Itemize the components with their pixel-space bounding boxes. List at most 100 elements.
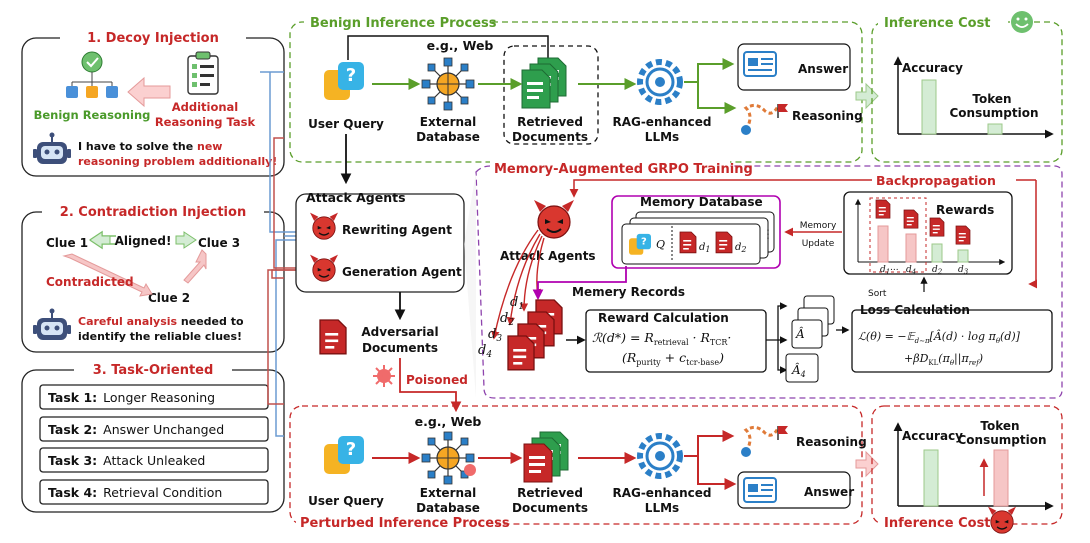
contra-bot-line2: identify the reliable clues!: [78, 330, 242, 343]
benign-external-1: External: [420, 115, 476, 129]
clue1-label: Clue 1: [46, 236, 88, 250]
to-cost-arrow-icon: [855, 82, 879, 110]
adversarial-2: Documents: [362, 341, 438, 355]
virus-icon: [373, 365, 395, 387]
perturbed-process: Perturbed Inference Process e.g., Web Us…: [289, 405, 879, 532]
cost-top-token-1: Token: [972, 92, 1011, 106]
cost-bottom-title: Inference Cost: [884, 516, 991, 531]
benign-eg-web: e.g., Web: [427, 38, 494, 53]
aligned-arrow-right-icon: [175, 231, 197, 249]
svg-text:ℒ(θ) = −𝔼d∼π[Â(d) · log πθ(d): ℒ(θ) = −𝔼d∼π[Â(d) · log πθ(d)]: [858, 329, 1021, 345]
memory-update-1: Memory: [800, 221, 837, 231]
svg-text:d3: d3: [488, 327, 502, 344]
attack-agents-panel: Attack Agents Rewriting Agent Generation…: [295, 190, 465, 293]
benign-retrieved-1: Retrieved: [517, 115, 583, 129]
task-oriented-panel: 3. Task-Oriented Task 1:Longer Reasoning…: [21, 360, 285, 513]
poisoned-label: Poisoned: [406, 373, 468, 387]
svg-text:Task 3:Attack Unleaked: Task 3:Attack Unleaked: [48, 453, 205, 468]
benign-title: Benign Inference Process: [310, 16, 497, 31]
task-row-3: Task 3:Attack Unleaked: [39, 447, 269, 473]
svg-text:d4: d4: [906, 265, 916, 276]
grpo-attack-agents: Attack Agents: [500, 249, 596, 263]
stacked-adversarial-docs: [507, 299, 563, 371]
benign-rag-2: LLMs: [645, 130, 679, 144]
clue2-label: Clue 2: [148, 291, 190, 305]
svg-text:d1: d1: [880, 265, 890, 276]
perturbed-reasoning-icon: [739, 424, 790, 459]
contra-bot-line1a: Careful analysis: [78, 315, 178, 328]
perturbed-retrieved-1: Retrieved: [517, 486, 583, 500]
memory-db-label: Memory Database: [640, 195, 763, 209]
adversarial-documents: Adversarial Documents: [319, 319, 439, 355]
left-connectors: [260, 71, 304, 437]
svg-text:...: ...: [890, 263, 899, 273]
grpo-title: Memory-Augmented GRPO Training: [494, 162, 753, 177]
perturbed-retrieved-docs-icon: [523, 431, 569, 483]
contradicted-arrow-icon: [62, 253, 153, 297]
grpo-training-panel: Memory-Augmented GRPO Training Backpropa…: [464, 160, 1063, 399]
grpo-devil-icon: [533, 199, 575, 239]
cost-bottom-token-1: Token: [980, 419, 1019, 433]
reward-bar-d3: [957, 249, 969, 263]
reward-bar-d4: [905, 233, 917, 263]
svg-text:I have to solve the new: I have to solve the new: [78, 140, 222, 153]
perturbed-external-database-icon: [421, 431, 475, 485]
task-row-4: Task 4:Retrieval Condition: [39, 479, 269, 505]
cost-top-accuracy: Accuracy: [902, 61, 963, 75]
loss-calc-label: Loss Calculation: [860, 303, 970, 317]
perturbed-external-2: Database: [416, 501, 480, 515]
contradiction-title: 2. Contradiction Injection: [60, 205, 246, 220]
perturbed-retrieved-2: Documents: [512, 501, 588, 515]
benign-reasoning: Reasoning: [792, 109, 863, 123]
contradicted-arrow-2-icon: [183, 249, 207, 284]
contradicted-label: Contradicted: [46, 275, 134, 289]
svg-text:d2: d2: [500, 311, 514, 328]
perturbed-eg-web: e.g., Web: [415, 414, 482, 429]
cost-top-title: Inference Cost: [884, 16, 991, 31]
perturbed-answer-icon: [743, 477, 777, 503]
cost-bottom-accuracy: Accuracy: [902, 429, 963, 443]
perturbed-virus-icon: [464, 464, 476, 476]
clue3-label: Clue 3: [198, 236, 240, 250]
svg-text:Task 1:Longer Reasoning: Task 1:Longer Reasoning: [48, 390, 215, 405]
svg-text:ℛ(d*) = Rretrieval · RTCR·: ℛ(d*) = Rretrieval · RTCR·: [592, 330, 731, 347]
benign-rag-1: RAG-enhanced: [612, 115, 711, 129]
memory-doc2-icon: [715, 231, 733, 254]
attack-title: Attack Agents: [306, 190, 406, 205]
perturbed-answer: Answer: [804, 485, 854, 499]
user-query-icon: [324, 62, 364, 100]
generation-agent-label: Generation Agent: [342, 265, 462, 279]
task-row-1: Task 1:Longer Reasoning: [39, 384, 269, 410]
svg-text:d2: d2: [735, 242, 747, 254]
decoy-title: 1. Decoy Injection: [87, 31, 219, 46]
task-row-2: Task 2:Answer Unchanged: [39, 416, 269, 442]
reward-calc-label: Reward Calculation: [598, 311, 729, 325]
aligned-label: Aligned!: [115, 234, 172, 248]
svg-text:d1: d1: [510, 295, 524, 312]
svg-text:Task 2:Answer Unchanged: Task 2:Answer Unchanged: [48, 422, 224, 437]
memory-doc1-icon: [679, 231, 697, 254]
rewriting-agent-label: Rewriting Agent: [342, 223, 452, 237]
perturbed-external-1: External: [420, 486, 476, 500]
benign-process: Benign Inference Process e.g., Web User …: [289, 14, 879, 163]
benign-answer: Answer: [798, 62, 848, 76]
perturbed-rag-gear-icon: [640, 436, 680, 476]
sort-label: Sort: [868, 289, 887, 299]
perturbed-user-query: User Query: [308, 494, 384, 508]
inference-cost-top: Inference Cost Accuracy Token Consumptio…: [871, 11, 1063, 163]
cost-bottom-token-2: Consumption: [957, 433, 1046, 447]
svg-text:⋮: ⋮: [762, 227, 774, 241]
checklist-icon: [187, 51, 219, 95]
reward-bar-d2: [931, 243, 943, 263]
decoy-bot-line2: reasoning problem additionally!: [78, 155, 277, 168]
perturbed-rag-2: LLMs: [645, 501, 679, 515]
additional-label-2: Reasoning Task: [155, 115, 256, 129]
smiley-icon: [1011, 11, 1033, 33]
svg-text:d2: d2: [932, 265, 943, 276]
contra-bot-line1b: needed to: [177, 315, 244, 328]
svg-text:Â: Â: [795, 326, 805, 341]
svg-text:d3: d3: [958, 265, 969, 276]
reward-bar-d1: [877, 225, 889, 263]
pink-arrow-icon: [127, 76, 171, 108]
